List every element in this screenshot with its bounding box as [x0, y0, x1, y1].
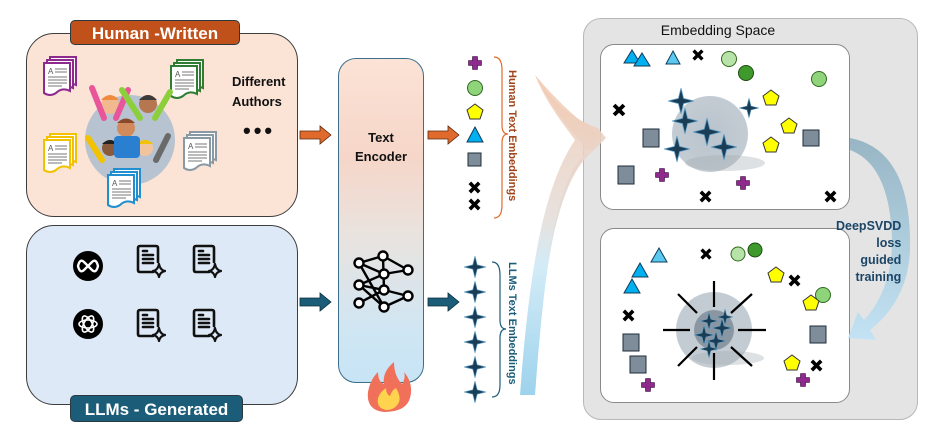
- ai-document-icon: [136, 308, 166, 342]
- circle-marker: [467, 80, 483, 96]
- ai-document-icon: [136, 244, 166, 278]
- svdd-line3: guided: [860, 253, 902, 267]
- svdd-line2: loss: [876, 236, 902, 250]
- different-authors-line1: Different: [232, 74, 286, 89]
- cross-marker: [468, 181, 481, 194]
- star-marker: [464, 256, 486, 278]
- llm-to-encoder-arrow: [299, 292, 332, 312]
- pentagon-marker: [466, 103, 484, 120]
- llm-embedding-stars: [464, 256, 486, 403]
- purple-document-icon: [43, 56, 77, 96]
- blue-document-icon: [107, 168, 141, 208]
- meta-logo-icon: [73, 251, 103, 281]
- embedding-space-title: Embedding Space: [660, 22, 776, 38]
- star-marker: [464, 306, 486, 328]
- people-group-icon: [85, 85, 175, 185]
- different-authors-label: Different Authors: [232, 72, 285, 112]
- svdd-line4: training: [855, 270, 902, 284]
- llm-emb-brace: [491, 261, 507, 398]
- star-marker: [464, 281, 486, 303]
- ellipsis: •••: [243, 118, 276, 143]
- yellow-document-icon: [43, 133, 77, 173]
- gray-document-icon: [183, 131, 217, 171]
- human-text-embeddings-label: Human Text Embeddings: [506, 70, 518, 202]
- encoder-to-llm-emb-arrow: [427, 292, 460, 312]
- deepsvdd-training-label: DeepSVDD loss guided training: [836, 218, 901, 286]
- encoder-label-line1: Text: [368, 130, 394, 145]
- text-encoder-block: [338, 58, 424, 383]
- openai-logo-icon: [73, 309, 103, 339]
- llm-generated-panel: [26, 225, 298, 405]
- star-marker: [464, 381, 486, 403]
- merge-arrow-body: [520, 75, 600, 395]
- merge-arrow: [535, 75, 606, 395]
- top-space-markers: [612, 49, 837, 203]
- encoder-to-human-emb-arrow: [427, 125, 460, 145]
- different-authors-line2: Authors: [232, 94, 282, 109]
- square-marker: [467, 152, 482, 167]
- ai-document-icon: [192, 308, 222, 342]
- cross-marker: [468, 198, 481, 211]
- ai-document-icon: [192, 244, 222, 278]
- human-to-encoder-arrow: [299, 125, 332, 145]
- svdd-line1: DeepSVDD: [836, 219, 902, 233]
- llm-generated-label: LLMs - Generated: [70, 395, 243, 422]
- star-marker: [464, 331, 486, 353]
- deepsvdd-arrow: [848, 138, 911, 340]
- human-written-label: Human -Written: [70, 20, 240, 45]
- encoder-label-line2: Encoder: [354, 149, 407, 164]
- plus-marker: [468, 56, 482, 70]
- human-emb-brace: [493, 56, 509, 219]
- bottom-space-markers: [622, 242, 831, 392]
- text-encoder-label: Text Encoder: [338, 128, 424, 166]
- green-document-icon: [170, 59, 204, 99]
- fire-icon: [367, 362, 412, 412]
- star-marker: [464, 356, 486, 378]
- triangle-marker: [466, 125, 484, 143]
- neural-network-icon: [353, 250, 414, 313]
- llm-text-embeddings-label: LLMs Text Embeddings: [506, 262, 518, 385]
